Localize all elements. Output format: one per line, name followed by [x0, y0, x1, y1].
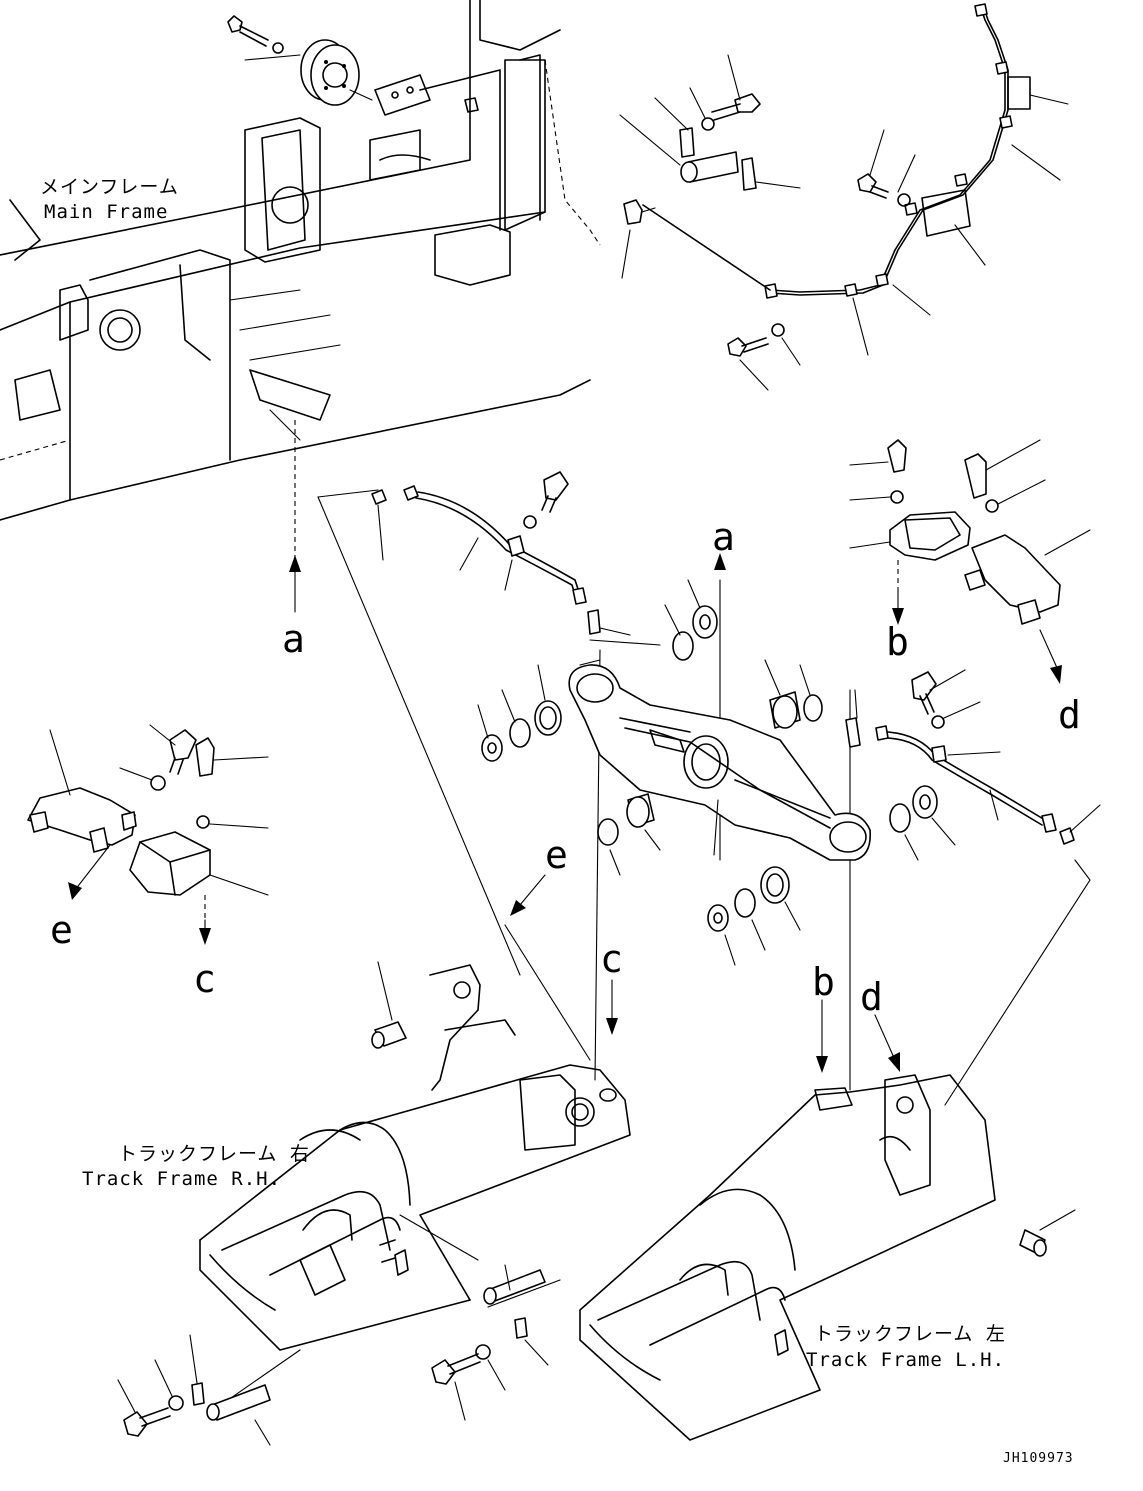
ref-label-e-center: e	[545, 833, 568, 877]
ref-label-b-center: b	[812, 960, 835, 1004]
equalizer-bar	[568, 664, 872, 861]
pin-assembly-top	[619, 54, 801, 279]
ref-arrow-a-left	[289, 420, 301, 613]
drawing-code: JH109973	[1003, 1451, 1074, 1466]
ref-arrow-a-center	[714, 553, 726, 570]
main-frame-label-en: Main Frame	[44, 201, 168, 223]
main-frame	[0, 0, 601, 521]
leader-lines	[227, 489, 1091, 1401]
ref-label-b-top: b	[886, 620, 909, 664]
seals-and-bushings	[477, 579, 956, 966]
ref-label-a-left: a	[282, 617, 305, 661]
ref-label-a-center: a	[712, 515, 735, 559]
ref-label-d-top: d	[1058, 693, 1081, 737]
top-bolt-and-flange	[227, 15, 373, 106]
main-frame-label-jp: メインフレーム	[40, 176, 179, 198]
cover-e-assembly	[27, 724, 197, 900]
track-frame-lh-label-jp: トラックフレーム 左	[814, 1323, 1006, 1345]
hose-middle	[371, 471, 631, 636]
grease-fitting-right	[1019, 1209, 1076, 1257]
track-frame-rh-label-jp: トラックフレーム 右	[118, 1143, 310, 1165]
ref-label-c-left: c	[193, 957, 216, 1001]
cover-d-assembly	[964, 439, 1091, 684]
wire-harness-upper	[642, 3, 1069, 391]
track-frame-lh	[579, 1074, 996, 1441]
ref-label-d-center: d	[860, 975, 883, 1019]
bottom-pin-center	[431, 1264, 549, 1421]
track-frame-lh-label-en: Track Frame L.H.	[806, 1349, 1005, 1371]
cover-b-assembly	[849, 439, 971, 625]
pressure-switch	[371, 961, 407, 1049]
track-frame-rh-label-en: Track Frame R.H.	[82, 1168, 281, 1190]
bottom-pin-left	[117, 1334, 271, 1446]
cover-c-assembly	[129, 737, 269, 945]
ref-arrows-center	[510, 874, 900, 1073]
ref-label-e-left: e	[50, 908, 73, 952]
track-frame-rh	[199, 964, 631, 1351]
ref-label-c-center: c	[600, 937, 623, 981]
hose-right	[845, 669, 1101, 845]
